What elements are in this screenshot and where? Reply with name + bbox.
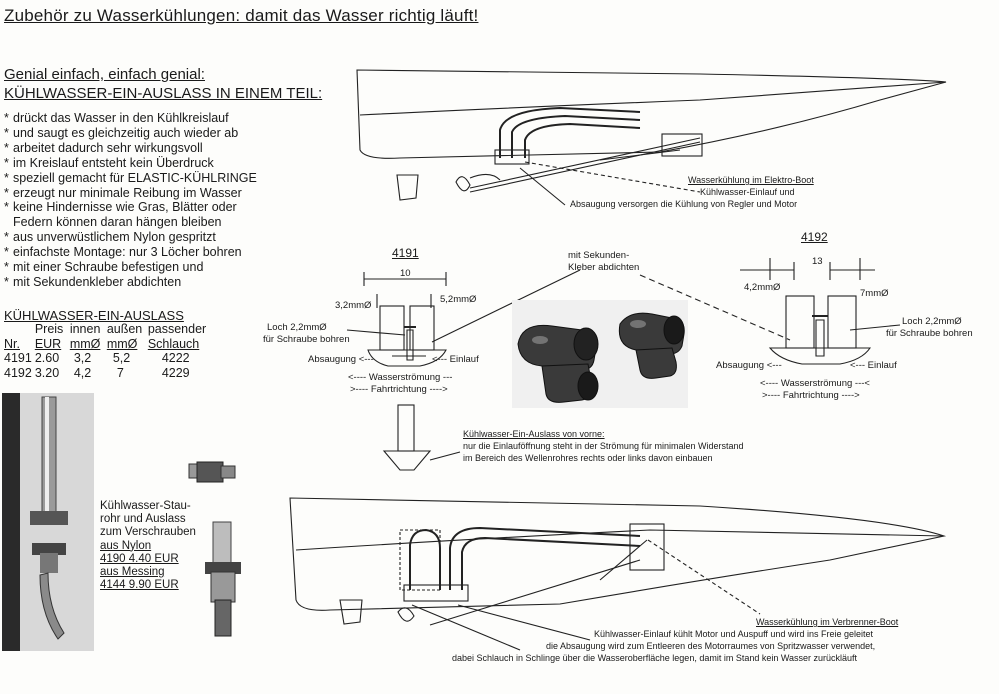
part-4191-inlet: <--- Einlauf [432, 354, 479, 365]
feature-item: *keine Hindernisse wie Gras, Blätter ode… [4, 200, 237, 215]
part-4191-hole-note: Loch 2,2mmØ für Schraube bohren [263, 322, 350, 345]
part-4191-inner: 3,2mmØ [335, 300, 372, 311]
stau-rohr-description: Kühlwasser-Stau- rohr und Auslass zum Ve… [100, 500, 196, 592]
part-4192-number: 4192 [801, 230, 828, 244]
bottom-boat-line1: Kühlwasser-Einlauf kühlt Motor und Auspu… [594, 629, 873, 639]
nylon-messing-parts-image [188, 461, 241, 637]
intro-product-heading: KÜHLWASSER-EIN-AUSLASS IN EINEM TEIL: [4, 85, 323, 102]
part-4191-suction: Absaugung <--- [308, 354, 374, 365]
glue-note: mit Sekunden- Kleber abdichten [568, 250, 640, 273]
messing-item: 4144 9.90 EUR [100, 579, 179, 592]
part-4192-hole-note: Loch 2,2mmØ für Schraube bohren [886, 316, 973, 339]
price-table-header: Nr. EUR mmØ mmØ Schlauch [4, 336, 200, 351]
part-4192-direction: >---- Fahrtrichtung ----> [762, 390, 860, 401]
feature-item: *mit Sekundenkleber abdichten [4, 274, 182, 289]
nylon-item: 4190 4.40 EUR [100, 552, 179, 565]
feature-item: *erzeugt nur minimale Reibung im Wasser [4, 185, 242, 200]
price-table-header: Preis innen außen passender [34, 322, 207, 336]
part-4192-inlet: <--- Einlauf [850, 360, 897, 371]
part-4191-flow: <---- Wasserströmung --- [348, 372, 453, 383]
feature-item: Federn können daran hängen bleiben [13, 215, 222, 230]
stau-rohr-small-photos [183, 458, 249, 648]
part-4191-outer: 5,2mmØ [440, 294, 477, 305]
messing-label: aus Messing [100, 566, 165, 579]
nylon-label: aus Nylon [100, 539, 152, 552]
part-4191-direction: >---- Fahrtrichtung ----> [350, 384, 448, 395]
nylon-parts-photo [512, 300, 688, 408]
bottom-boat-line3: dabei Schlauch in Schlinge über die Wass… [452, 653, 858, 663]
stau-rohr-photo [2, 393, 94, 651]
feature-item: *im Kreislauf entsteht kein Überdruck [4, 155, 214, 170]
feature-list: *drückt das Wasser in den Kühlkreislauf … [4, 111, 324, 290]
top-boat-caption-line2: Absaugung versorgen die Kühlung von Regl… [570, 199, 798, 209]
nylon-parts-image [517, 312, 685, 403]
intro-slogan: Genial einfach, einfach genial: [4, 66, 205, 83]
table-row: 4191 2.60 3,2 5,2 4222 [4, 351, 190, 365]
bottom-boat-line2: die Absaugung wird zum Entleeren des Mot… [546, 641, 876, 651]
feature-item: *drückt das Wasser in den Kühlkreislauf [4, 111, 229, 125]
feature-item: *einfachste Montage: nur 3 Löcher bohren [4, 245, 242, 260]
feature-item: *und saugt es gleichzeitig auch wieder a… [4, 125, 239, 140]
feature-item: *aus unverwüstlichem Nylon gespritzt [4, 230, 216, 245]
part-4191-number: 4191 [392, 246, 419, 260]
part-4192-suction: Absaugung <--- [716, 360, 782, 371]
part-4192-flow: <---- Wasserströmung ---< [760, 378, 870, 389]
part-4192-outer: 7mmØ [860, 288, 889, 299]
page-title: Zubehör zu Wasserkühlungen: damit das Wa… [4, 6, 479, 25]
stau-rohr-image [2, 393, 94, 651]
table-row: 4192 3.20 4,2 7 4229 [4, 365, 190, 380]
front-view-caption: Kühlwasser-Ein-Auslass von vorne: nur di… [463, 429, 744, 463]
feature-item: *mit einer Schraube befestigen und [4, 260, 204, 275]
part-4192-width: 13 [812, 256, 823, 267]
price-table: Preis innen außen passender Nr. EUR mmØ … [4, 322, 209, 380]
part-4191-width: 10 [400, 268, 411, 279]
feature-item: *arbeitet dadurch sehr wirkungsvoll [4, 140, 203, 155]
feature-item: *speziell gemacht für ELASTIC-KÜHLRINGE [4, 170, 257, 185]
top-boat-caption: Wasserkühlung im Elektro-Boot Kühlwasser… [688, 175, 814, 197]
bottom-boat-caption-title: Wasserkühlung im Verbrenner-Boot [756, 617, 899, 627]
part-4192-inner: 4,2mmØ [744, 282, 781, 293]
price-table-title: KÜHLWASSER-EIN-AUSLASS [4, 308, 184, 323]
